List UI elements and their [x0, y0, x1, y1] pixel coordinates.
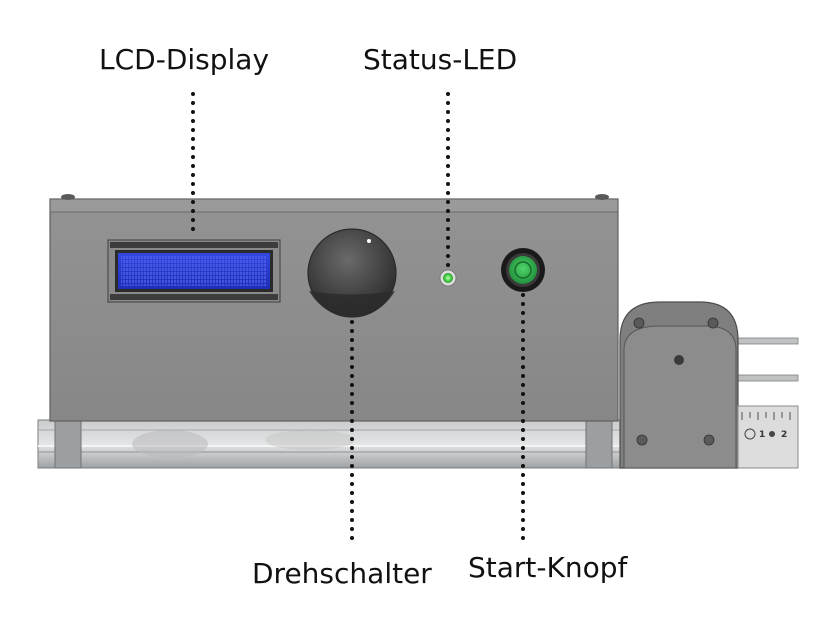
leader-lines: [191, 92, 525, 547]
ruler-mark-2: 2: [781, 430, 787, 440]
lcd-display: [107, 239, 281, 303]
status-led: [439, 269, 457, 287]
label-lcd-display: LCD-Display: [99, 43, 270, 76]
rotary-knob: [307, 228, 397, 318]
ruler-mark-1: 1: [759, 430, 765, 440]
motor-bracket: [619, 301, 799, 469]
label-drehschalter: Drehschalter: [252, 557, 432, 590]
ruler: 1 2: [737, 405, 799, 469]
start-button: [501, 248, 545, 292]
label-start-knopf: Start-Knopf: [468, 551, 628, 584]
label-status-led: Status-LED: [363, 43, 518, 76]
